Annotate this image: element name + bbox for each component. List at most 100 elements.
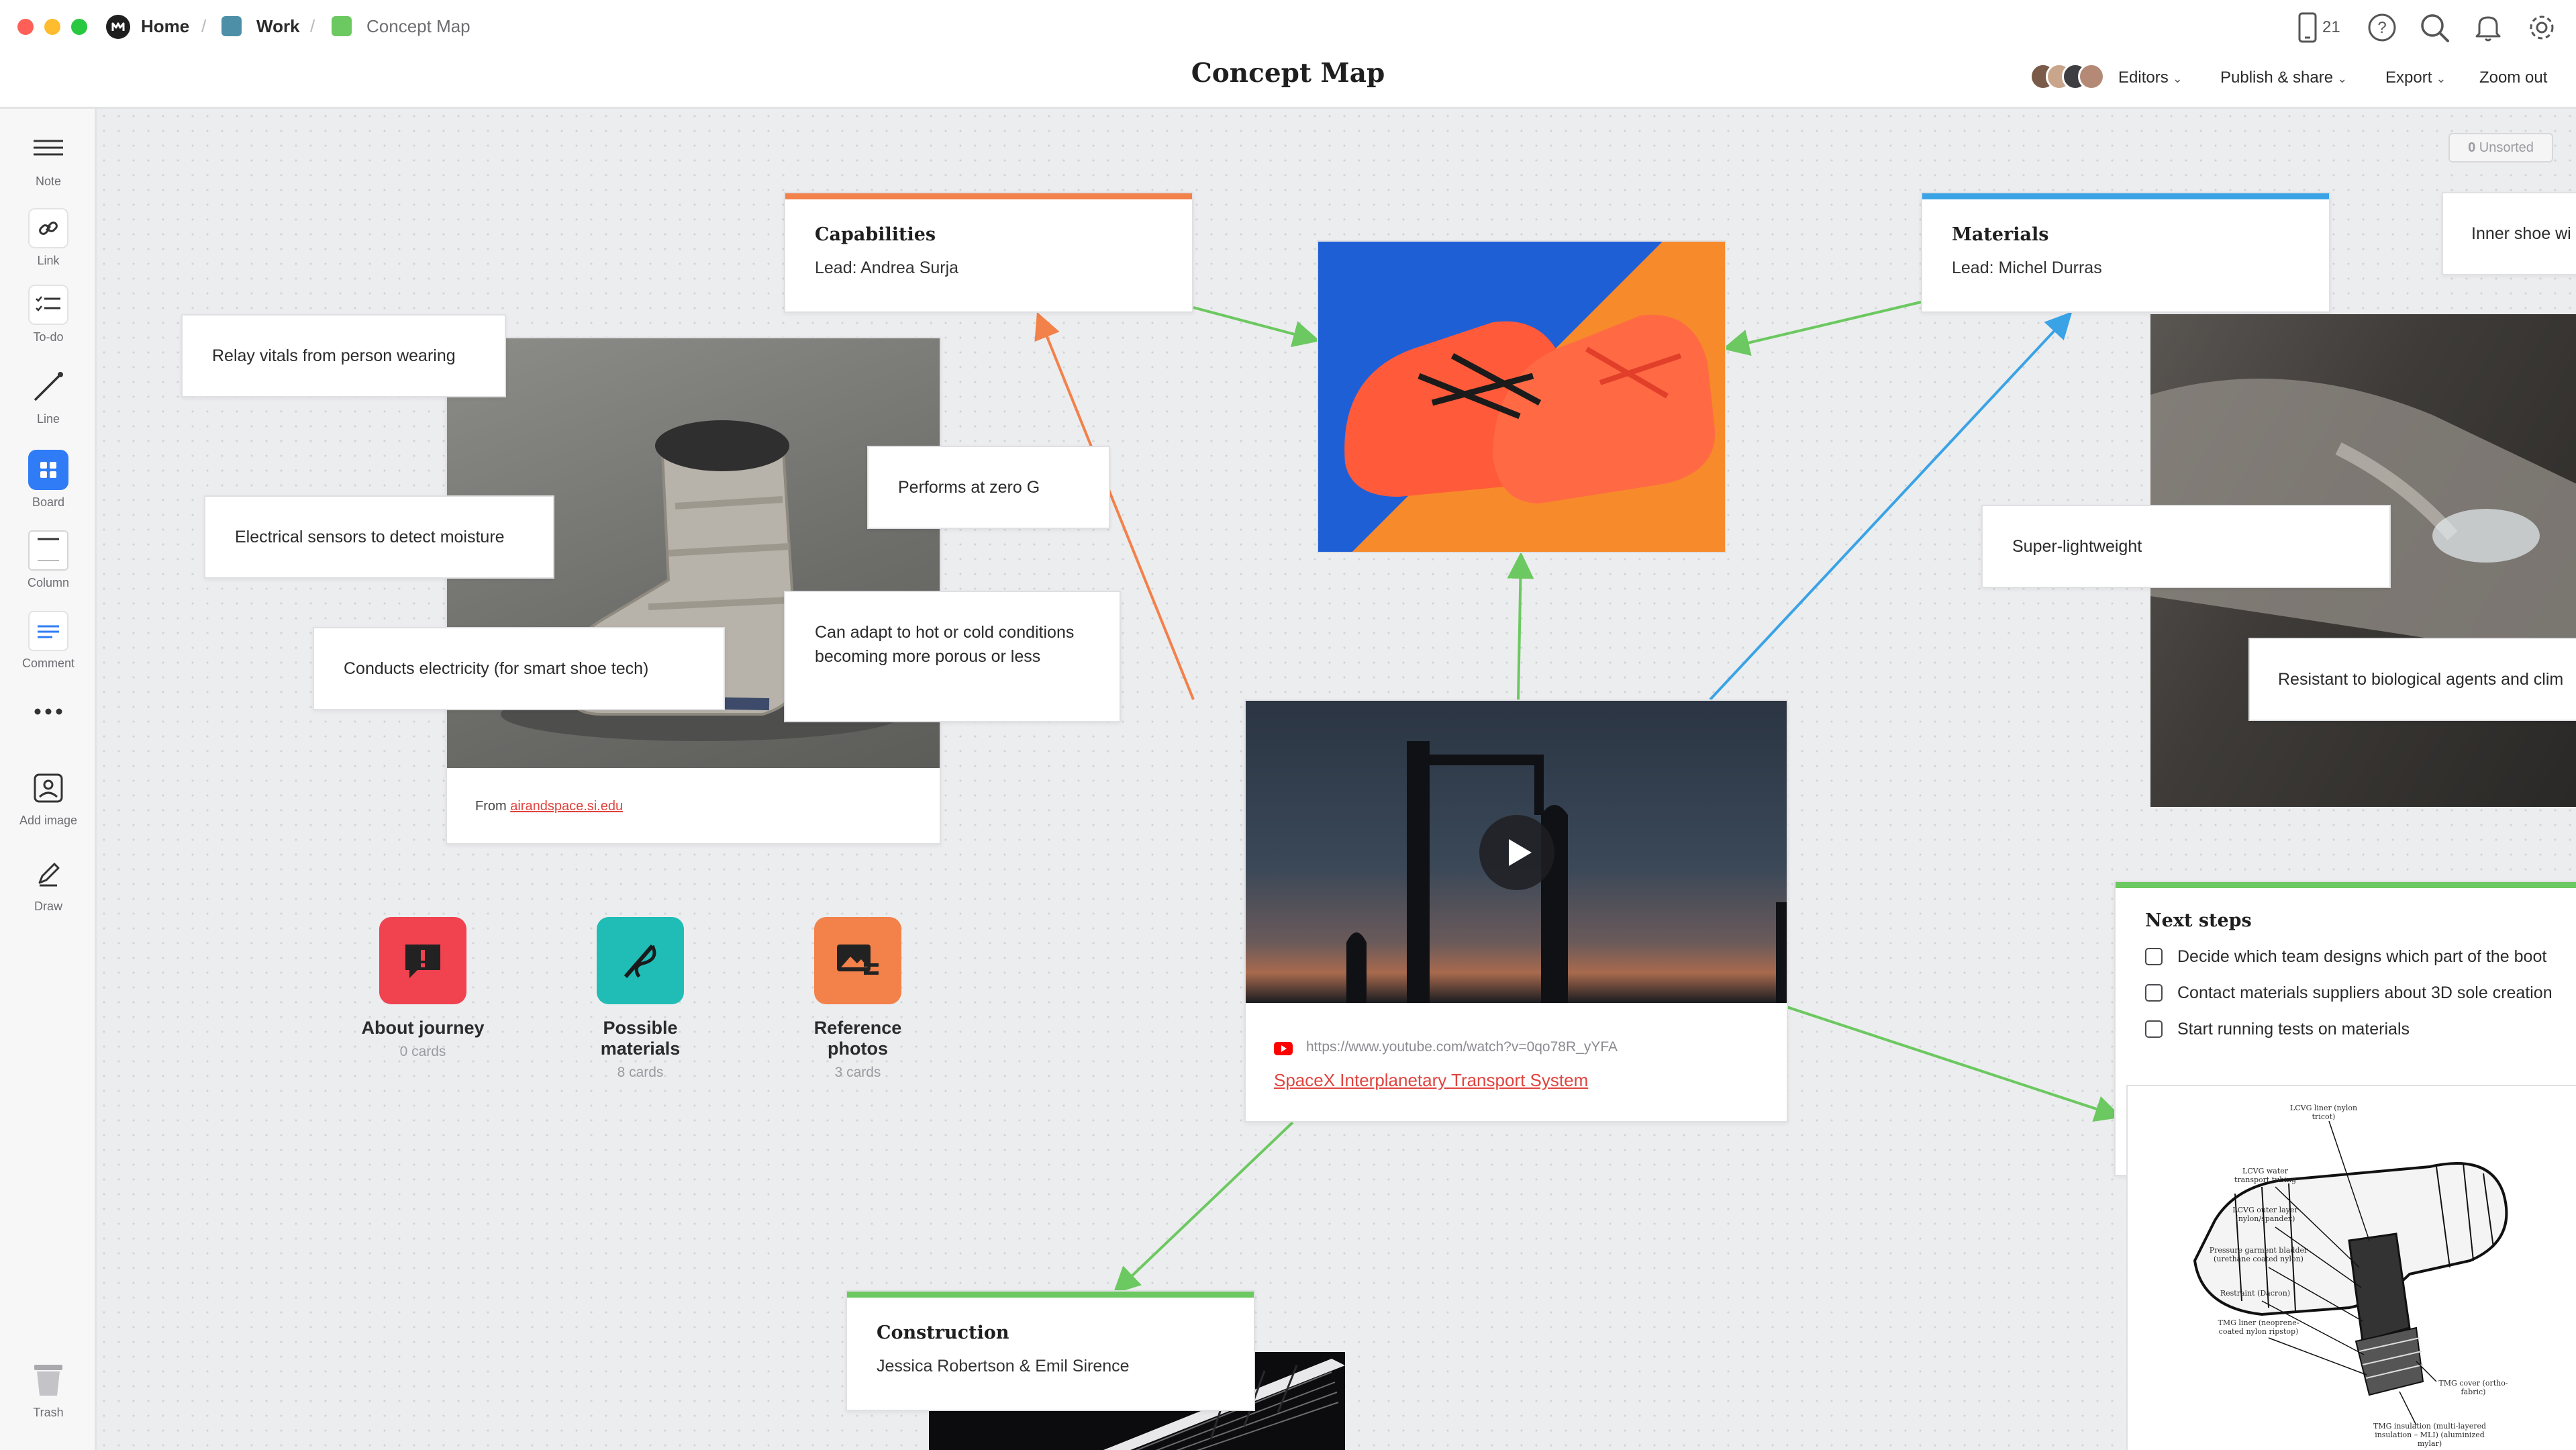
capabilities-card[interactable]: Capabilities Lead: Andrea Surja [784,192,1193,313]
bell-icon[interactable] [2471,11,2505,44]
tool-column[interactable]: Column [0,530,97,590]
note-zero-g[interactable]: Performs at zero G [867,446,1110,529]
todo-item[interactable]: Contact materials suppliers about 3D sol… [2145,981,2553,1004]
board-about-journey[interactable]: About journey 0 cards [349,917,497,1060]
tool-todo-label: To-do [0,330,97,344]
board-name: Possible materials [566,1018,714,1059]
editors-menu[interactable]: Editors⌄ [2118,67,2183,89]
tool-link-label: Link [0,254,97,268]
tool-comment-label: Comment [0,657,97,671]
materials-card[interactable]: Materials Lead: Michel Durras [1921,192,2330,313]
board-canvas[interactable]: 0 Unsorted From airandspace.si.edu Relay… [97,109,2576,1450]
unsorted-label: Unsorted [2479,140,2534,155]
window-zoom-button[interactable] [71,19,87,35]
trash-button[interactable]: Trash [0,1360,97,1420]
note-text: Resistant to biological agents and clim [2278,667,2563,691]
note-adapt-conditions[interactable]: Can adapt to hot or cold conditions beco… [784,591,1121,722]
image-source: From airandspace.si.edu [475,799,623,814]
tool-line-label: Line [0,412,97,426]
window-close-button[interactable] [17,19,34,35]
phone-icon[interactable]: 21 [2294,11,2355,44]
line-icon [28,367,68,407]
note-electrical-sensors[interactable]: Electrical sensors to detect moisture [204,495,554,579]
spacesuit-layers-diagram[interactable]: LCVG liner (nylon tricot) LCVG water tra… [2126,1085,2576,1450]
ellipsis-icon [28,698,68,725]
gear-icon[interactable] [2525,11,2559,44]
link-icon [28,208,68,248]
tool-draw[interactable]: Draw [0,854,97,914]
capabilities-lead: Lead: Andrea Surja [815,258,958,278]
todo-checkbox[interactable] [2145,1020,2163,1038]
board-reference-photos[interactable]: Reference photos 3 cards [784,917,932,1081]
sneakers-image[interactable] [1317,240,1726,553]
tool-todo[interactable]: To-do [0,285,97,344]
chevron-down-icon: ⌄ [2436,72,2446,85]
board-icon [28,450,68,490]
play-icon [1479,815,1554,890]
checklist-icon [28,285,68,325]
construction-title: Construction [877,1322,1130,1343]
search-icon[interactable] [2418,11,2451,44]
breadcrumb-home[interactable]: Home [141,15,189,38]
source-link[interactable]: airandspace.si.edu [510,799,623,814]
unsorted-badge[interactable]: 0 Unsorted [2448,133,2553,162]
diagram-label: TMG insulation (multi-layered insulation… [2363,1422,2497,1448]
video-thumbnail[interactable] [1246,701,1787,1003]
chevron-down-icon: ⌄ [2173,72,2183,85]
alert-chat-icon [379,917,466,1004]
tool-note[interactable]: Note [0,129,97,189]
zoom-out-button[interactable]: Zoom out [2479,67,2547,89]
unsorted-count: 0 [2468,140,2475,155]
todo-checkbox[interactable] [2145,984,2163,1002]
page-title: Concept Map [0,58,2576,89]
help-icon[interactable]: ? [2365,11,2399,44]
tool-link[interactable]: Link [0,208,97,268]
note-resistant-agents[interactable]: Resistant to biological agents and clim [2248,638,2576,721]
note-super-lightweight[interactable]: Super-lightweight [1981,505,2391,588]
materials-title: Materials [1952,224,2102,245]
video-title-link[interactable]: SpaceX Interplanetary Transport System [1274,1070,1588,1091]
todo-checkbox[interactable] [2145,948,2163,965]
construction-card[interactable]: Construction Jessica Robertson & Emil Si… [846,1290,1255,1411]
zoom-label: Zoom out [2479,68,2547,87]
note-text: Electrical sensors to detect moisture [235,525,505,549]
tool-add-image-label: Add image [0,814,97,828]
todo-text: Decide which team designs which part of … [2177,947,2546,966]
youtube-icon [1274,1042,1293,1055]
diagram-label: TMG cover (ortho-fabric) [2436,1379,2510,1396]
tool-line[interactable]: Line [0,367,97,426]
trash-icon [28,1360,68,1400]
export-menu[interactable]: Export ⌄ [2385,67,2446,89]
tool-comment[interactable]: Comment [0,611,97,671]
todo-item[interactable]: Start running tests on materials [2145,1018,2410,1041]
tool-board[interactable]: Board [0,450,97,510]
play-button[interactable] [1479,815,1554,890]
note-conducts-electricity[interactable]: Conducts electricity (for smart shoe tec… [313,627,725,710]
board-possible-materials[interactable]: Possible materials 8 cards [566,917,714,1081]
window-minimize-button[interactable] [44,19,60,35]
editor-avatars[interactable] [2030,0,2110,109]
construction-lead: Jessica Robertson & Emil Sirence [877,1357,1130,1376]
video-card[interactable]: https://www.youtube.com/watch?v=0qo78R_y… [1244,699,1788,1122]
export-label: Export [2385,68,2432,87]
breadcrumb-separator: / [201,15,206,38]
note-text: Inner shoe wi [2471,222,2571,246]
note-text: Relay vitals from person wearing [212,344,456,368]
card-accent-bar [785,193,1192,199]
todo-item[interactable]: Decide which team designs which part of … [2145,945,2546,968]
tool-add-image[interactable]: Add image [0,768,97,828]
note-relay-vitals[interactable]: Relay vitals from person wearing [181,314,506,397]
more-tools-button[interactable] [0,698,97,725]
breadcrumb-work[interactable]: Work [256,15,300,38]
diagram-label: Pressure garment bladder (urethane coate… [2208,1246,2309,1263]
app-logo-icon[interactable] [106,15,130,39]
board-name: Reference photos [784,1018,932,1059]
diagram-label: Restraint (Dacron) [2215,1289,2295,1298]
note-text: Performs at zero G [898,475,1040,499]
publish-share-menu[interactable]: Publish & share⌄ [2220,67,2347,89]
materials-lead: Lead: Michel Durras [1952,258,2102,278]
note-inner-shoe[interactable]: Inner shoe wi [2442,192,2576,275]
diagram-label: LCVG water transport tubing [2228,1167,2302,1184]
concept-map-swatch-icon [332,16,352,36]
chevron-down-icon: ⌄ [2337,72,2347,85]
